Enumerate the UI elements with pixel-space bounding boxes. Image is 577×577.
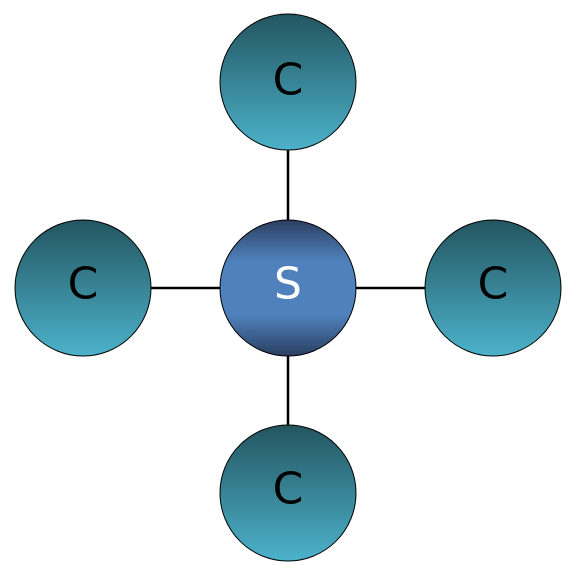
carbon-label-left: C [68,259,99,310]
carbon-label-right: C [478,259,509,310]
carbon-node-bottom: C [219,424,357,562]
sulfur-label: S [274,259,302,310]
carbon-node-right: C [424,219,562,357]
carbon-label-bottom: C [273,464,304,515]
carbon-node-left: C [14,219,152,357]
sulfur-node-center: S [219,219,357,357]
carbon-label-top: C [273,55,304,106]
carbon-node-top: C [219,13,357,151]
